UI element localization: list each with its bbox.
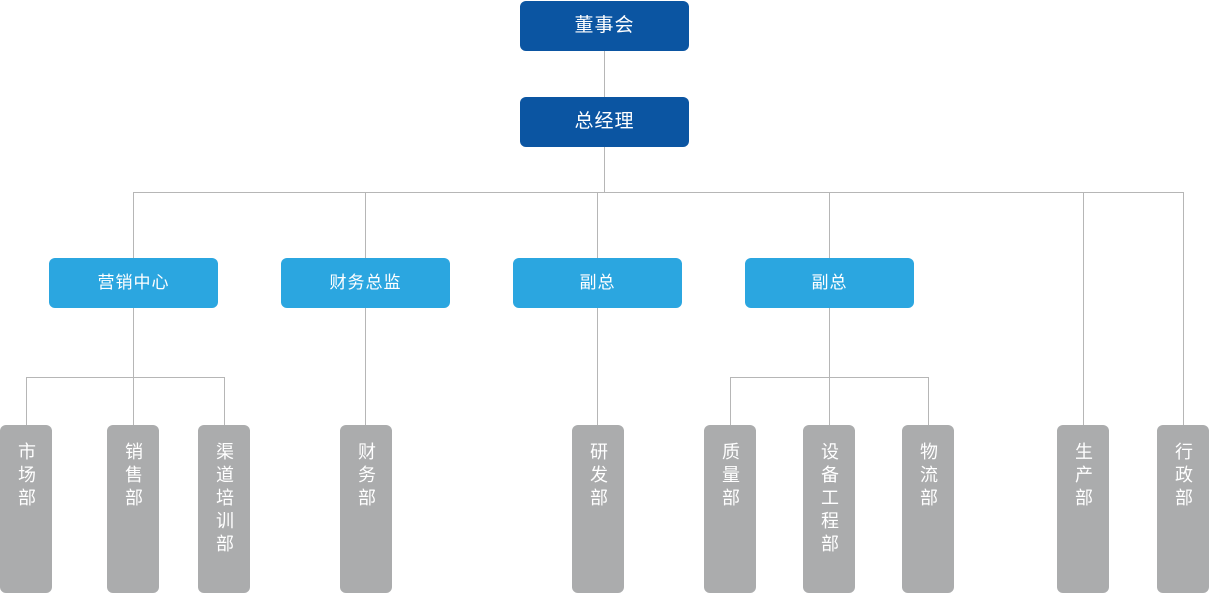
org-node-label-board: 董事会: [574, 14, 635, 36]
org-node-label-dept-finance: 财务部: [356, 442, 376, 511]
connector-bus-to-marketing-center: [133, 192, 134, 258]
org-node-label-dept-market: 市场部: [16, 442, 36, 511]
org-node-label-dept-sales: 销售部: [123, 442, 143, 511]
connector-bus-to-vp-1: [597, 192, 598, 258]
connector-bus-to-administration: [1183, 192, 1184, 425]
org-node-dept-production[interactable]: 生产部: [1057, 425, 1109, 593]
connector-vp2-drop: [829, 308, 830, 377]
org-node-label-dept-logistics: 物流部: [918, 442, 938, 511]
org-node-marketing-center[interactable]: 营销中心: [49, 258, 218, 308]
org-node-dept-logistics[interactable]: 物流部: [902, 425, 954, 593]
connector-level2-bus: [133, 192, 1183, 193]
connector-marketing-center-drop: [133, 308, 134, 377]
org-node-label-dept-quality: 质量部: [720, 442, 740, 511]
connector-board-to-gm: [604, 51, 605, 97]
connector-bus-to-market-dept: [26, 377, 27, 425]
org-node-dept-market[interactable]: 市场部: [0, 425, 52, 593]
org-node-label-dept-rd: 研发部: [588, 442, 608, 511]
connector-bus-to-sales-dept: [133, 377, 134, 425]
connector-bus-to-production: [1083, 192, 1084, 425]
org-node-label-dept-equipment-engineering: 设备工程部: [819, 442, 839, 557]
connector-bus-to-vp-2: [829, 192, 830, 258]
connector-bus-to-channel-training-dept: [224, 377, 225, 425]
org-node-label-vp-2: 副总: [811, 273, 848, 293]
org-node-dept-finance[interactable]: 财务部: [340, 425, 392, 593]
org-node-gm[interactable]: 总经理: [520, 97, 689, 147]
connector-marketing-center-bus: [26, 377, 224, 378]
org-node-dept-quality[interactable]: 质量部: [704, 425, 756, 593]
org-node-dept-channel-training[interactable]: 渠道培训部: [198, 425, 250, 593]
connector-bus-to-equipment-dept: [829, 377, 830, 425]
org-node-label-cfo: 财务总监: [329, 273, 402, 293]
org-node-label-dept-channel-training: 渠道培训部: [214, 442, 234, 557]
org-node-label-marketing-center: 营销中心: [97, 273, 170, 293]
org-node-label-vp-1: 副总: [579, 273, 616, 293]
org-node-dept-rd[interactable]: 研发部: [572, 425, 624, 593]
org-node-vp-2[interactable]: 副总: [745, 258, 914, 308]
org-node-board[interactable]: 董事会: [520, 1, 689, 51]
org-node-dept-sales[interactable]: 销售部: [107, 425, 159, 593]
connector-gm-drop-to-bus: [604, 147, 605, 192]
org-node-dept-administration[interactable]: 行政部: [1157, 425, 1209, 593]
connector-bus-to-cfo: [365, 192, 366, 258]
connector-cfo-to-finance-dept: [365, 308, 366, 425]
org-node-cfo[interactable]: 财务总监: [281, 258, 450, 308]
connector-bus-to-quality-dept: [730, 377, 731, 425]
connector-vp1-to-rd-dept: [597, 308, 598, 425]
org-node-label-dept-production: 生产部: [1073, 442, 1093, 511]
org-node-label-dept-administration: 行政部: [1173, 442, 1193, 511]
org-node-vp-1[interactable]: 副总: [513, 258, 682, 308]
org-node-dept-equipment-engineering[interactable]: 设备工程部: [803, 425, 855, 593]
connector-bus-to-logistics-dept: [928, 377, 929, 425]
org-node-label-gm: 总经理: [574, 110, 635, 132]
